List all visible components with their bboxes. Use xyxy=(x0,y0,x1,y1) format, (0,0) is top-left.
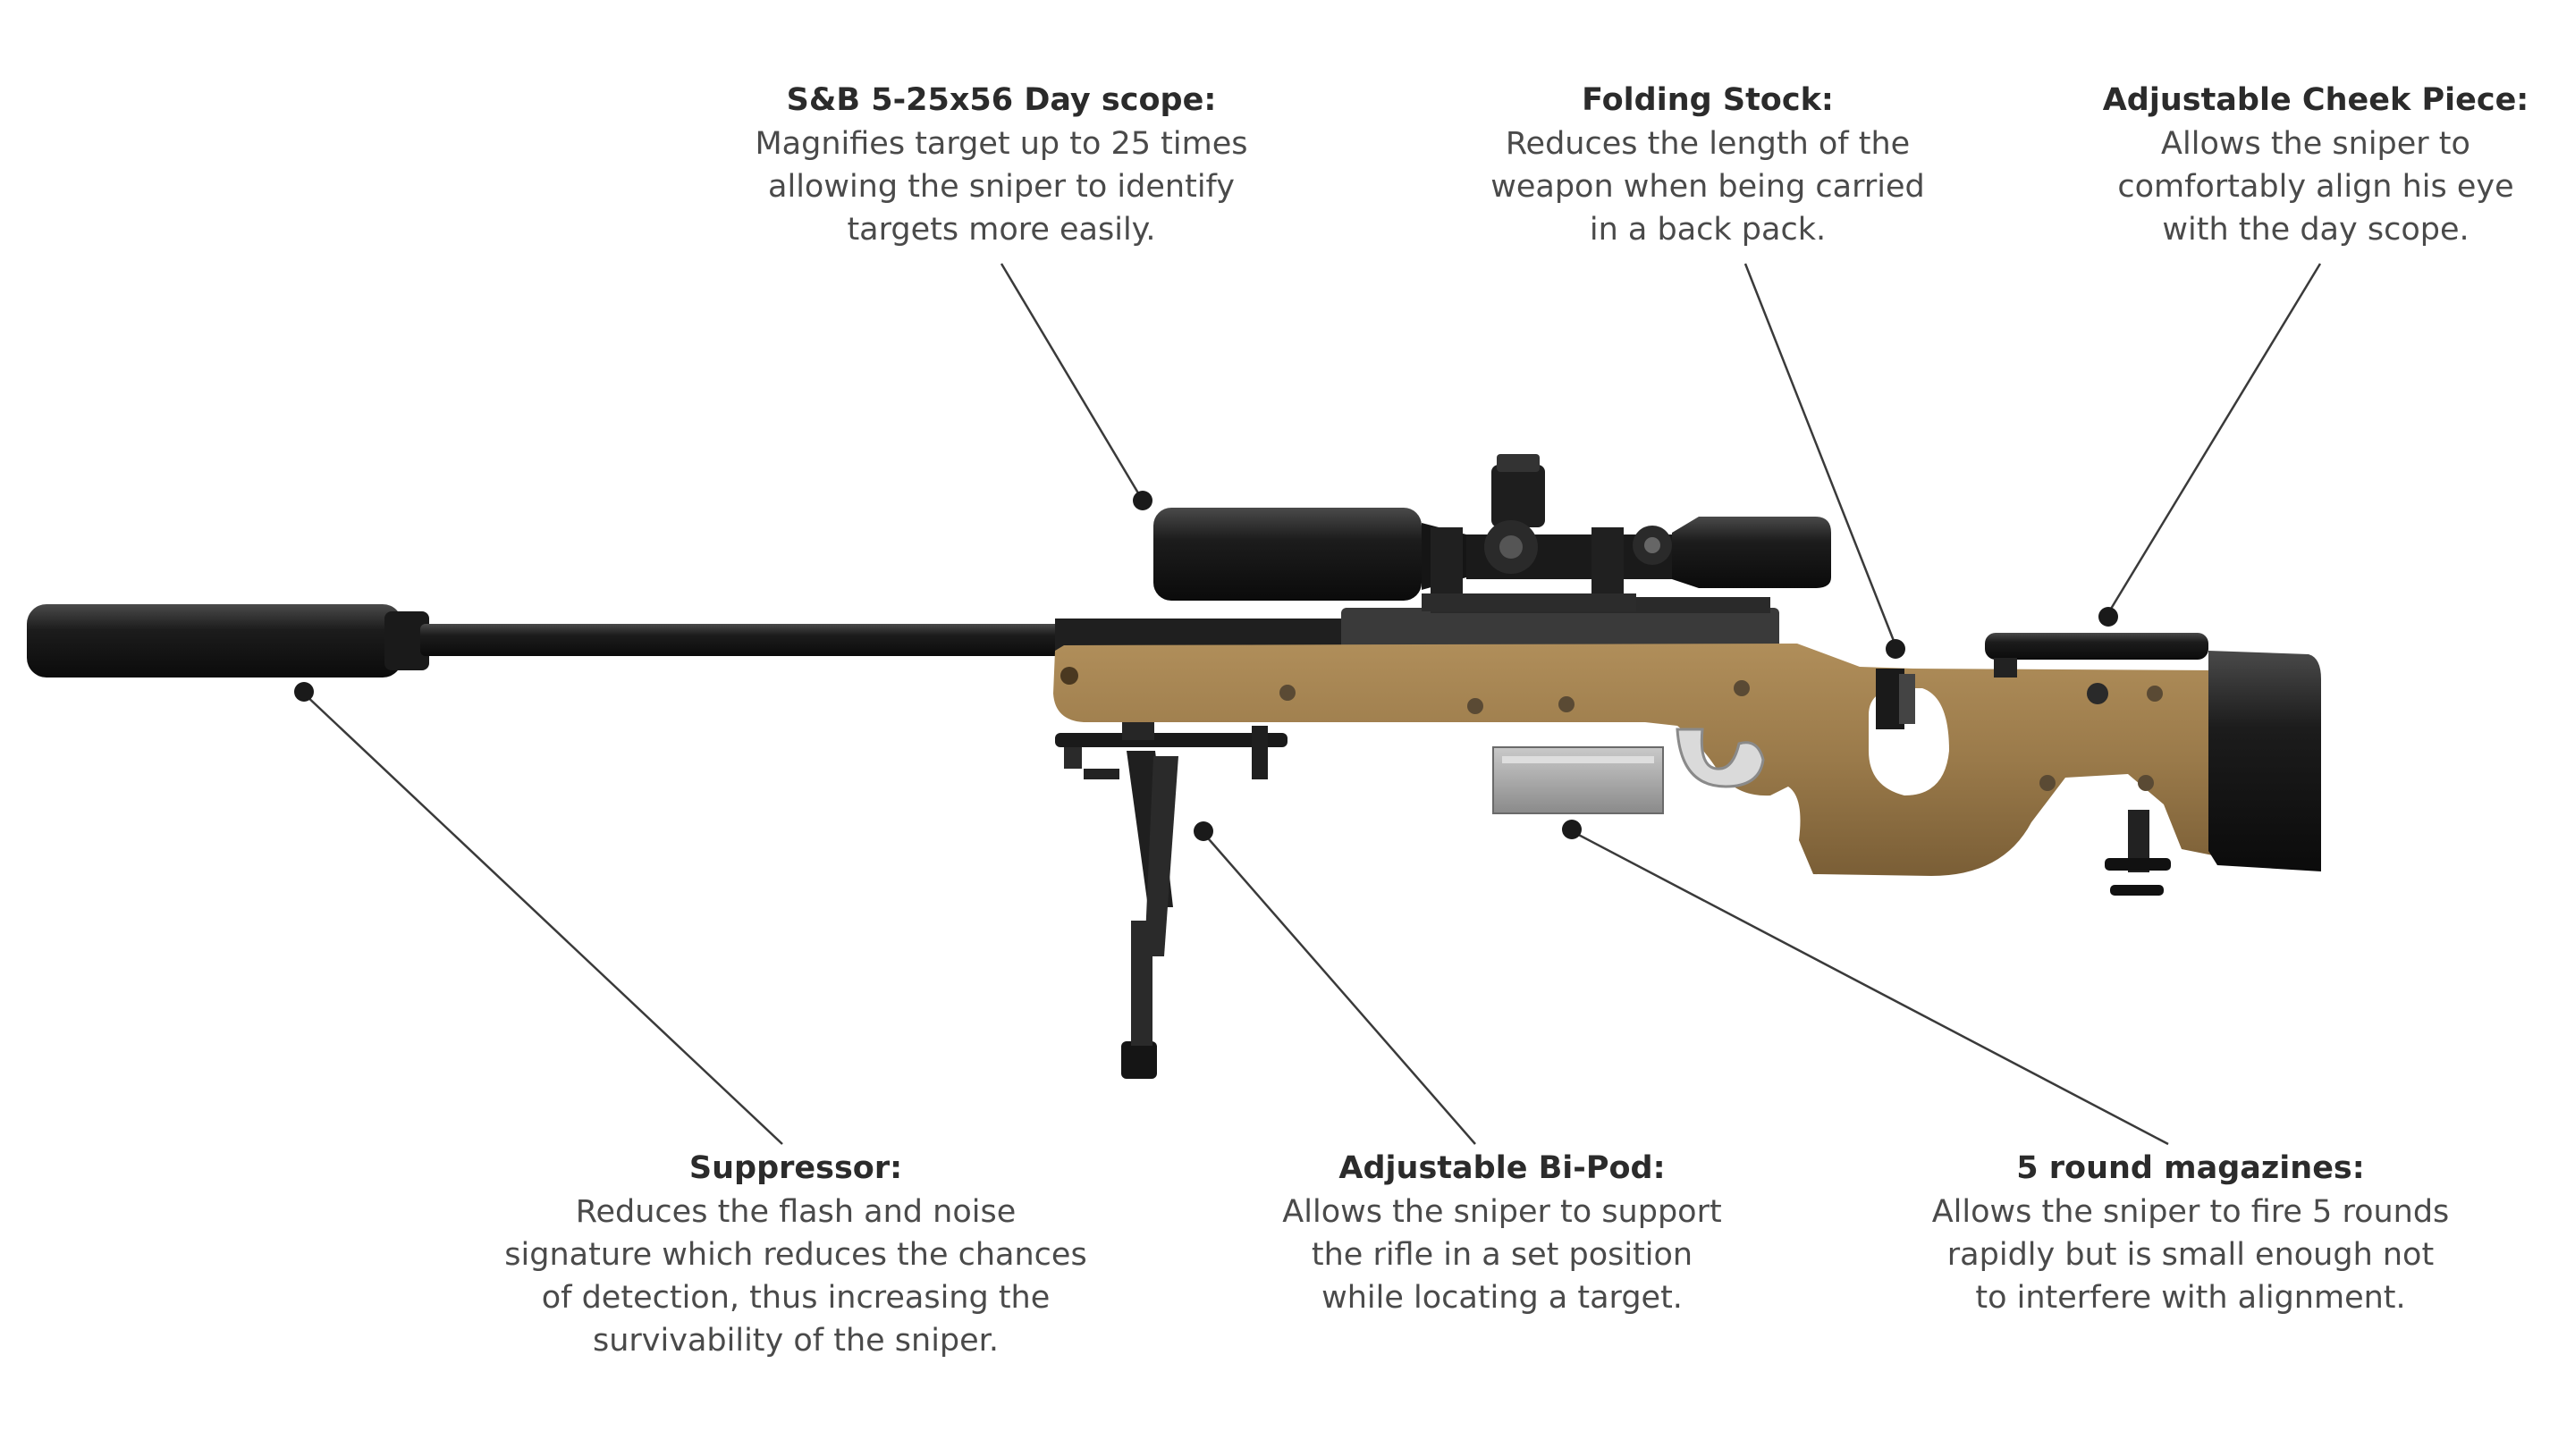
leader-line-stock xyxy=(1743,263,1897,646)
callout-description: Reduces the flash and noise signature wh… xyxy=(504,1194,1087,1359)
callout-description: Magnifies target up to 25 times allowing… xyxy=(755,126,1248,248)
callout-title: Suppressor: xyxy=(688,1150,903,1186)
leader-line-cheek xyxy=(2106,263,2322,614)
leader-dot-suppressor xyxy=(294,682,314,702)
callout-description: Reduces the length of the weapon when be… xyxy=(1490,126,1925,248)
leader-dot-cheek xyxy=(2098,607,2118,627)
leader-lines xyxy=(303,263,2322,1146)
callout-title: Folding Stock: xyxy=(1582,82,1834,118)
callout-folding-stock: Folding Stock: Reduces the length of the… xyxy=(1457,79,1958,251)
callout-bipod: Adjustable Bi-Pod: Allows the sniper to … xyxy=(1234,1147,1770,1319)
monopod-part xyxy=(2105,810,2171,896)
leader-line-suppressor xyxy=(303,693,783,1145)
stock-part xyxy=(1053,644,2217,876)
callout-title: S&B 5-25x56 Day scope: xyxy=(786,82,1217,118)
leader-dot-scope xyxy=(1133,491,1152,510)
callout-cheek-piece: Adjustable Cheek Piece: Allows the snipe… xyxy=(2083,79,2548,251)
leader-dot-bipod xyxy=(1194,821,1213,841)
callout-description: Allows the sniper to fire 5 rounds rapid… xyxy=(1931,1194,2450,1316)
leader-dot-stock xyxy=(1886,639,1905,659)
leader-dots xyxy=(294,491,2118,841)
callout-magazine: 5 round magazines: Allows the sniper to … xyxy=(1878,1147,2503,1319)
callout-description: Allows the sniper to support the rifle i… xyxy=(1282,1194,1722,1316)
callout-description: Allows the sniper to comfortably align h… xyxy=(2117,126,2514,248)
callout-suppressor: Suppressor: Reduces the flash and noise … xyxy=(465,1147,1127,1362)
magazine-part xyxy=(1492,746,1664,814)
cheek-piece-part xyxy=(1985,633,2208,678)
leader-line-scope xyxy=(1000,263,1144,501)
callout-title: Adjustable Bi-Pod: xyxy=(1338,1150,1666,1186)
callout-scope: S&B 5-25x56 Day scope: Magnifies target … xyxy=(706,79,1296,251)
callout-title: 5 round magazines: xyxy=(2016,1150,2365,1186)
leader-line-bipod xyxy=(1203,832,1476,1145)
bipod-part xyxy=(1055,722,1288,1079)
leader-line-magazine xyxy=(1571,829,2169,1146)
butt-pad-part xyxy=(2208,651,2321,871)
scope-part xyxy=(1153,454,1831,611)
callout-title: Adjustable Cheek Piece: xyxy=(2102,82,2529,118)
leader-dot-magazine xyxy=(1562,820,1582,839)
suppressor-part xyxy=(27,604,429,678)
barrel-part xyxy=(420,619,1359,658)
